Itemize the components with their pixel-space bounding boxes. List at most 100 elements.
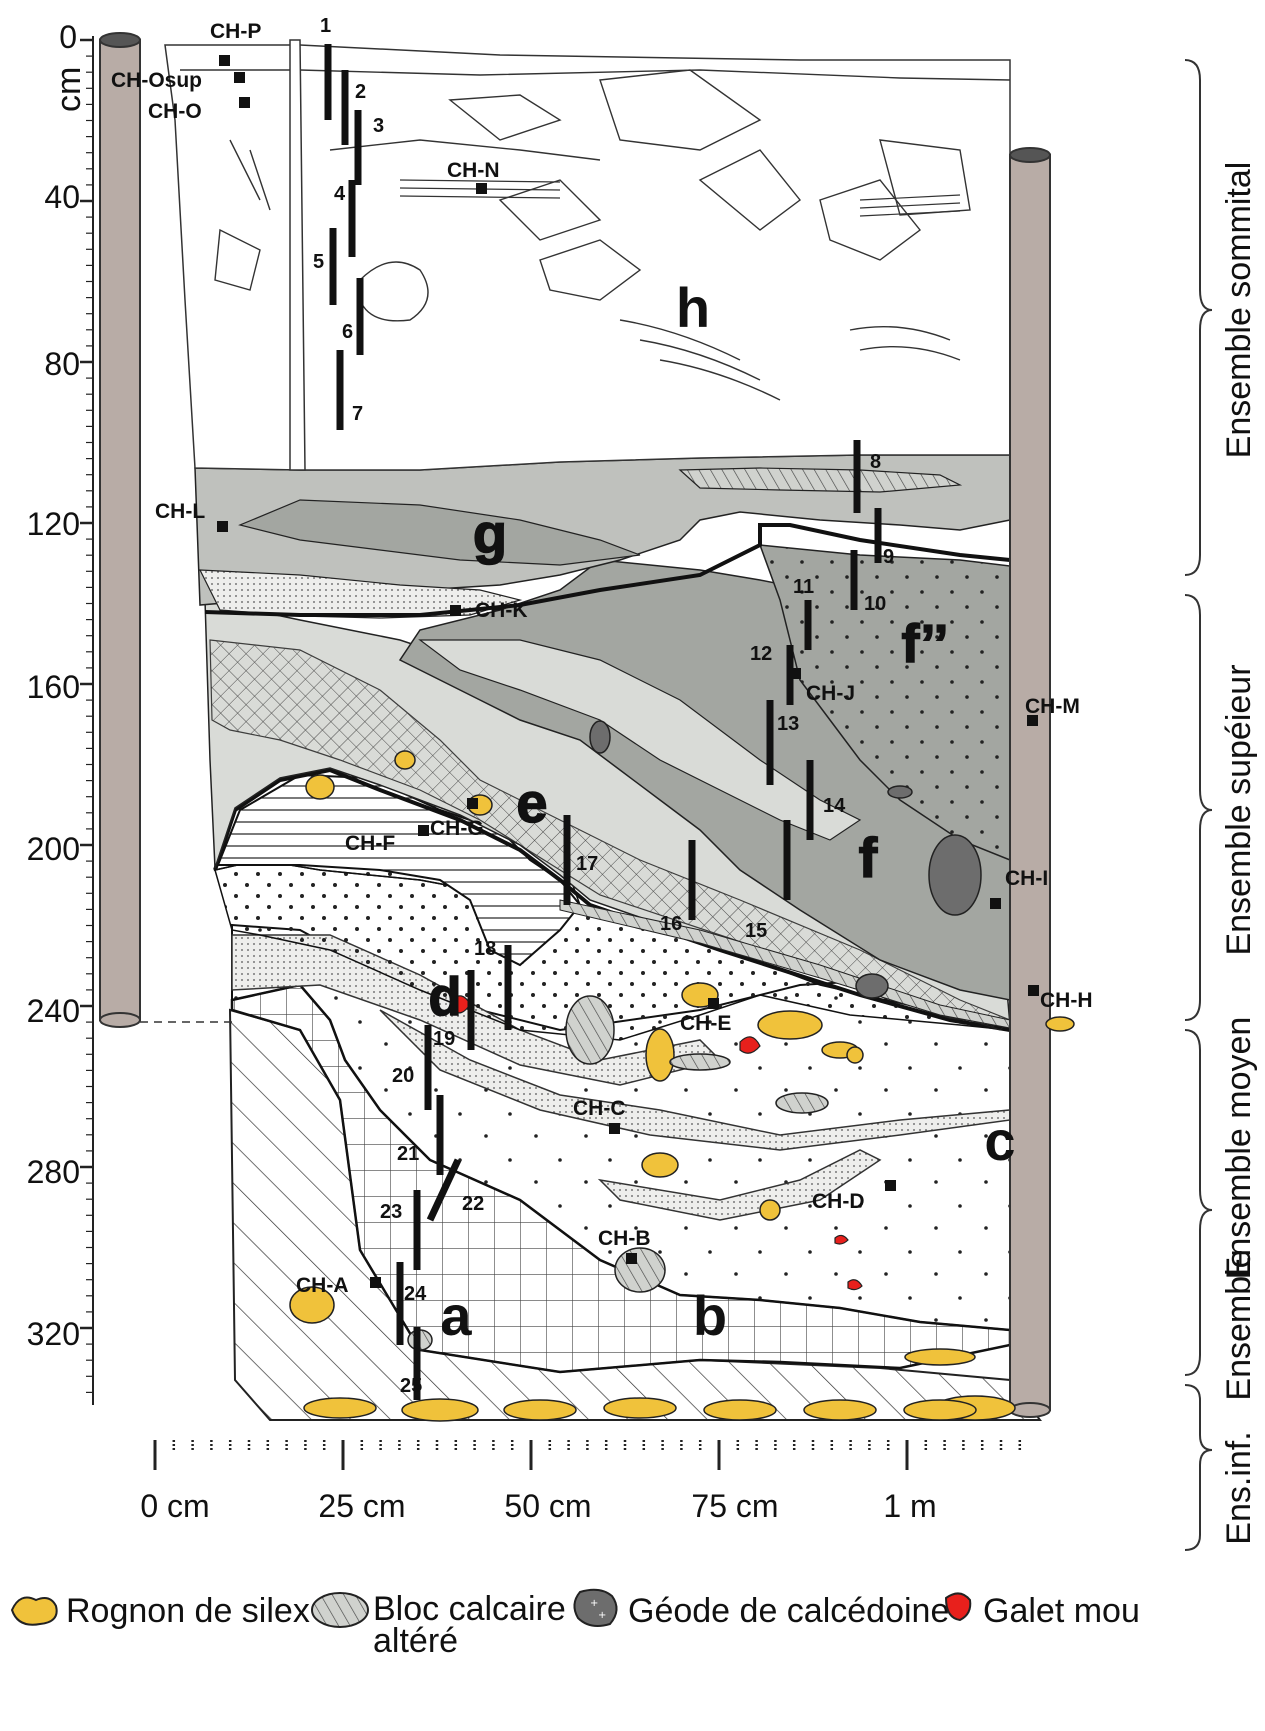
- vtick-320: 320: [27, 1316, 80, 1352]
- section-2: 2: [355, 81, 366, 103]
- sample-ch-osup: CH-Osup: [111, 69, 202, 92]
- ensemble-superieur: Ensemble supéieur: [1220, 664, 1258, 955]
- legend-limestone-label-2: altéré: [373, 1622, 458, 1660]
- section-20: 20: [392, 1065, 414, 1087]
- sample-ch-e: CH-E: [680, 1012, 731, 1035]
- section-13: 13: [777, 713, 799, 735]
- geodes: [589, 720, 982, 999]
- legend-geode-label: Géode de calcédoine: [628, 1592, 949, 1630]
- right-pillar: [1009, 147, 1051, 1418]
- sample-ch-h: CH-H: [1040, 989, 1093, 1012]
- section-15: 15: [745, 920, 767, 942]
- htick-25cm: 25 cm: [318, 1488, 405, 1524]
- section-22: 22: [462, 1193, 484, 1215]
- ensemble-inferieur-word: Ensemble: [1220, 1249, 1258, 1400]
- section-23: 23: [380, 1201, 402, 1223]
- section-11: 11: [793, 576, 814, 598]
- sample-labels: CH-P CH-Osup CH-O CH-N CH-L CH-K CH-J CH…: [111, 20, 1093, 1297]
- sample-markers: [217, 55, 1039, 1288]
- section-5: 5: [313, 251, 324, 273]
- sample-ch-a: CH-A: [296, 1274, 349, 1297]
- htick-50cm: 50 cm: [504, 1488, 591, 1524]
- vtick-40: 40: [44, 179, 80, 215]
- section-3: 3: [373, 115, 384, 137]
- layer-f-label: f: [859, 826, 878, 889]
- section-17: 17: [576, 853, 598, 875]
- sample-ch-n: CH-N: [447, 159, 500, 182]
- svg-text:+: +: [590, 1598, 598, 1609]
- vtick-0: 0: [59, 19, 77, 55]
- layer-d-label: d: [429, 967, 462, 1027]
- layer-g-hatched-lens: [678, 467, 963, 493]
- sample-ch-o: CH-O: [148, 100, 202, 123]
- legend-pebble-label: Galet mou: [983, 1592, 1140, 1630]
- galets-mous: [451, 995, 863, 1291]
- svg-text:+: +: [598, 1610, 606, 1621]
- sample-ch-j: CH-J: [806, 682, 855, 705]
- section-25: 25: [400, 1375, 422, 1397]
- vertical-axis: cm 0 40 80 120 160 200 240 280 320: [27, 19, 94, 1405]
- ensemble-inferieur: Ens.inf.: [1220, 1431, 1258, 1544]
- layer-g-dark-lens: [238, 499, 641, 566]
- vtick-160: 160: [27, 669, 80, 705]
- htick-0cm: 0 cm: [140, 1488, 209, 1524]
- layer-a-label: a: [440, 1284, 472, 1347]
- ensemble-moyen: Ensemble moyen: [1220, 1017, 1258, 1280]
- sample-ch-g: CH-G: [430, 817, 484, 840]
- vtick-280: 280: [27, 1154, 80, 1190]
- sampling-column: [289, 39, 306, 471]
- sample-ch-f: CH-F: [345, 832, 395, 855]
- layer-g-label: g: [473, 502, 507, 565]
- legend-limestone-icon: [311, 1592, 369, 1628]
- section-12: 12: [750, 643, 772, 665]
- limestone-blocks: [407, 995, 829, 1351]
- layer-e-label: e: [516, 771, 547, 834]
- section-4: 4: [334, 183, 346, 205]
- sample-ch-i: CH-I: [1005, 867, 1048, 890]
- section-24: 24: [404, 1283, 427, 1305]
- htick-75cm: 75 cm: [691, 1488, 778, 1524]
- layer-f2-fill: [758, 544, 1011, 862]
- legend-flint-icon: [10, 1596, 58, 1626]
- legend-pebble-icon: [944, 1592, 972, 1622]
- layer-h-label: h: [676, 276, 710, 339]
- layer-c-label: c: [984, 1109, 1015, 1172]
- sample-ch-k: CH-K: [475, 599, 528, 622]
- section-16: 16: [660, 913, 682, 935]
- legend-geode-icon: + +: [573, 1588, 618, 1627]
- section-1: 1: [320, 15, 331, 37]
- section-8: 8: [870, 451, 881, 473]
- ensemble-labels: Ensemble sommital Ensemble supéieur Ense…: [1220, 162, 1258, 1545]
- vtick-240: 240: [27, 993, 80, 1029]
- basal-flint-row: [303, 1397, 977, 1422]
- section-bars: [324, 44, 882, 1400]
- section-7: 7: [352, 403, 363, 425]
- sample-ch-b: CH-B: [598, 1227, 651, 1250]
- left-pillar: [99, 32, 141, 1028]
- section-18: 18: [474, 938, 496, 960]
- layer-c-lens-3: [597, 1149, 882, 1221]
- sample-ch-p: CH-P: [210, 20, 261, 43]
- section-21: 21: [397, 1143, 419, 1165]
- section-14: 14: [823, 795, 846, 817]
- sample-ch-c: CH-C: [573, 1097, 626, 1120]
- horizontal-axis: 0 cm 25 cm 50 cm 75 cm 1 m: [140, 1440, 1022, 1524]
- legend-flint-label: Rognon de silex: [66, 1592, 310, 1630]
- sample-ch-l: CH-L: [155, 500, 205, 523]
- legend-limestone-label-1: Bloc calcaire: [373, 1590, 566, 1628]
- ensemble-braces: [1184, 59, 1213, 1551]
- vtick-80: 80: [44, 346, 80, 382]
- layer-f2-label: f’’: [902, 614, 949, 674]
- layer-f-light-tongue: [418, 639, 862, 841]
- vertical-axis-unit: cm: [50, 67, 88, 112]
- ensemble-sommital: Ensemble sommital: [1220, 162, 1258, 459]
- layer-h-laminae: [399, 179, 961, 217]
- legend: Rognon de silex Bloc calcaire altéré + +…: [10, 1588, 1140, 1660]
- section-10: 10: [864, 593, 886, 615]
- htick-1m: 1 m: [883, 1488, 936, 1524]
- layer-h-fill: [164, 44, 1011, 471]
- layer-b-label: b: [693, 1284, 727, 1347]
- sample-ch-m: CH-M: [1025, 695, 1080, 718]
- layer-labels: h g f’’ e f d c b a: [428, 276, 1016, 1347]
